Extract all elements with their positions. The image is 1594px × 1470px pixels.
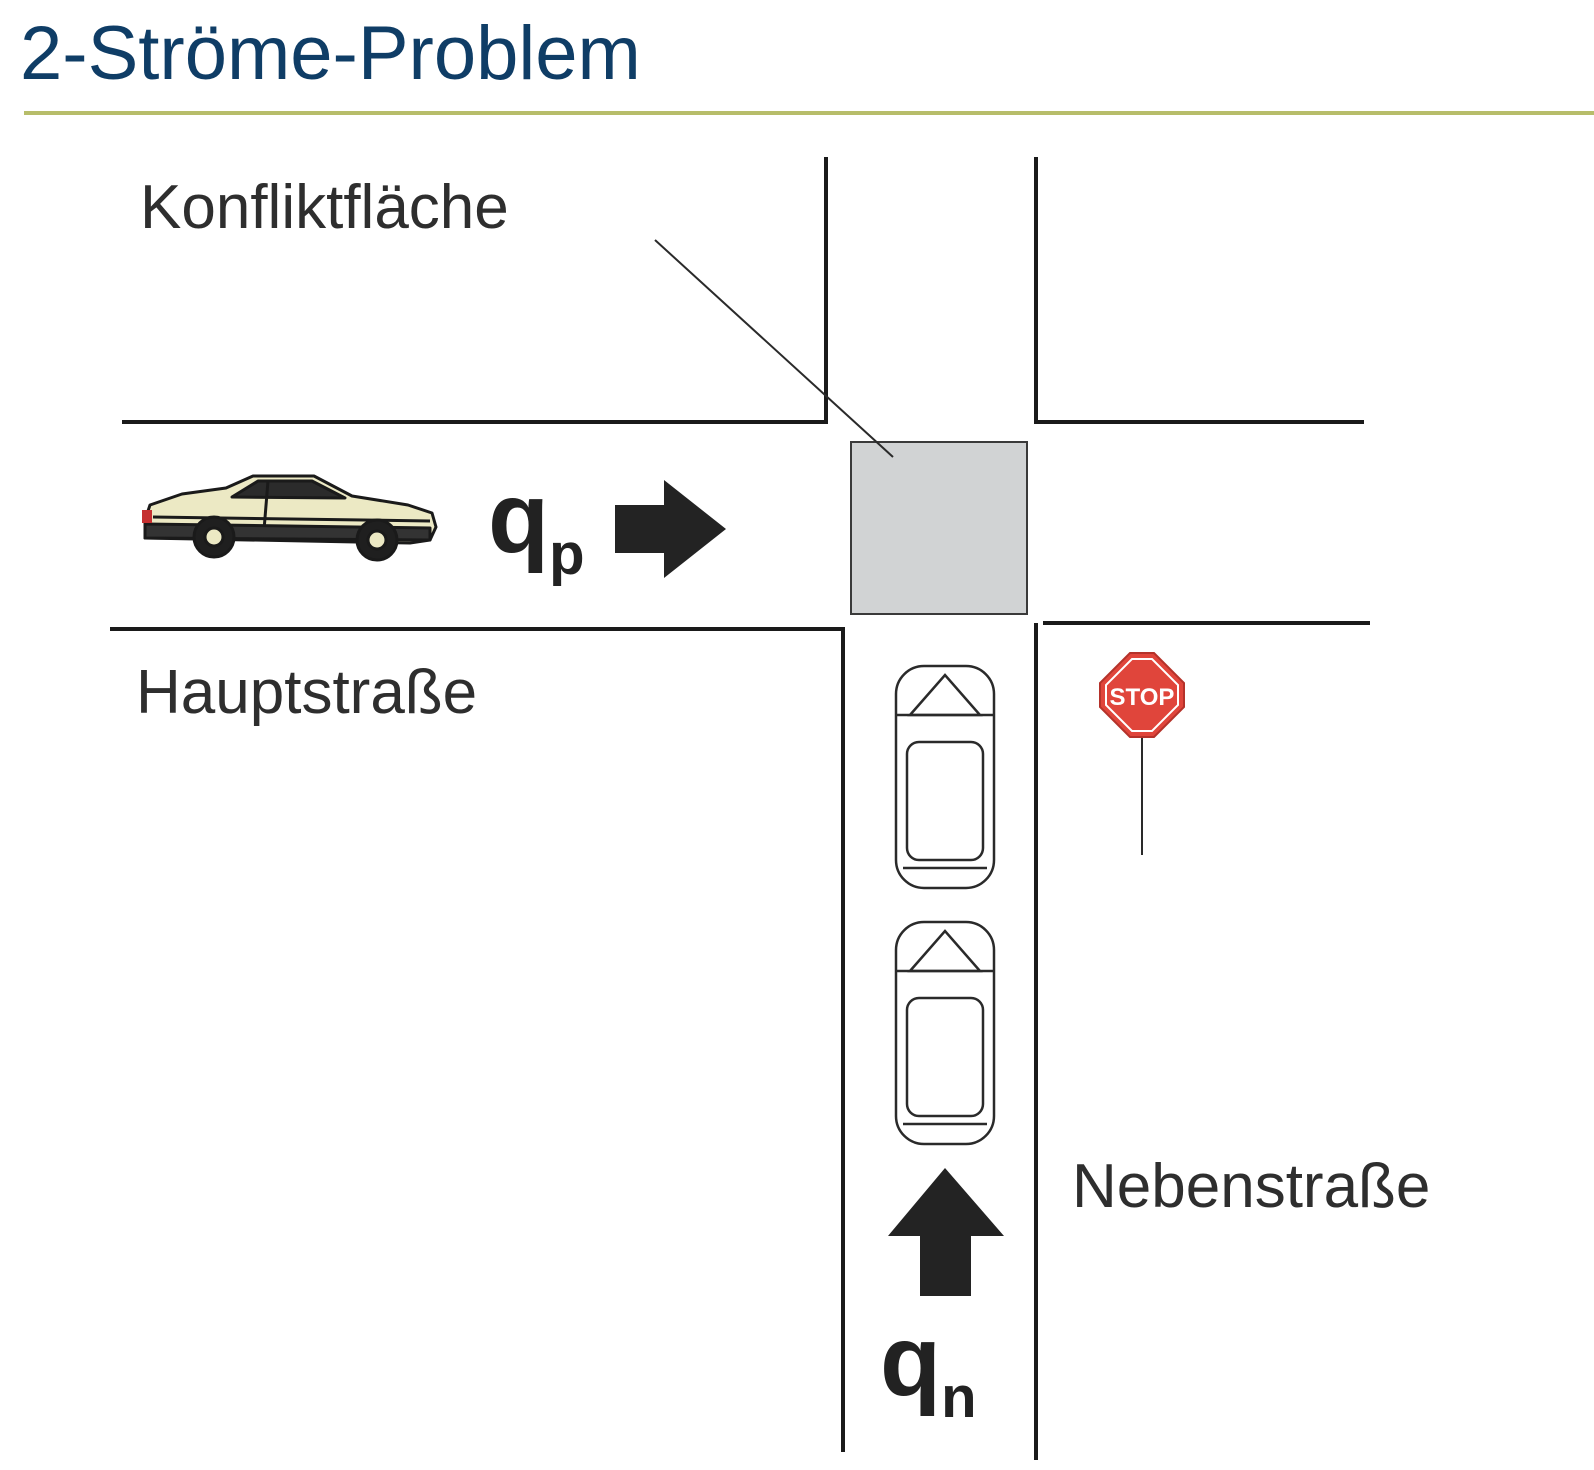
- side-flow-label: qn: [880, 1305, 977, 1430]
- sedan-car-icon: [142, 474, 438, 562]
- side-road-label: Nebenstraße: [1072, 1152, 1430, 1221]
- main-flow-subscript: p: [549, 522, 584, 587]
- main-flow-label: qp: [488, 462, 585, 587]
- top-view-car-icon: [894, 664, 996, 890]
- road-edges: [110, 157, 1370, 1460]
- arrow-right-icon: [615, 480, 726, 578]
- arrow-up-icon: [888, 1168, 1004, 1296]
- main-flow-symbol: q: [488, 462, 549, 574]
- road-edge-top-left: [122, 157, 828, 424]
- page-title: 2-Ströme-Problem: [20, 11, 641, 96]
- side-flow-symbol: q: [880, 1305, 941, 1417]
- stop-sign-icon: STOP: [1099, 652, 1185, 855]
- title-underline: [24, 111, 1594, 115]
- side-flow-subscript: n: [941, 1365, 976, 1430]
- road-edge-top-right: [1034, 157, 1364, 424]
- conflict-area: [850, 441, 1028, 615]
- conflict-area-label: Konfliktfläche: [140, 173, 509, 242]
- main-road-label: Hauptstraße: [136, 658, 477, 727]
- stop-sign-text: STOP: [1110, 684, 1175, 711]
- road-edge-bottom-left: [110, 627, 845, 1452]
- conflict-area-leader-line: [654, 239, 894, 458]
- top-view-car-icon: [894, 920, 996, 1146]
